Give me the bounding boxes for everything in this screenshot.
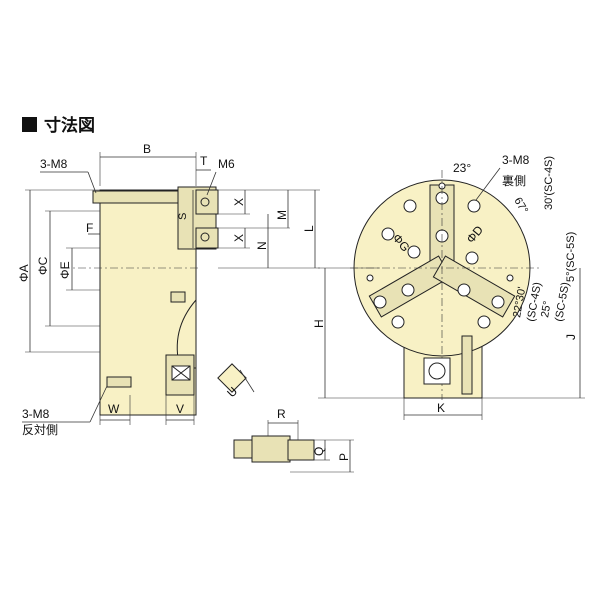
jaw-screw-2 xyxy=(200,232,210,242)
top-rod xyxy=(92,190,184,204)
leader-m6 xyxy=(206,171,217,196)
label-x-bottom: X xyxy=(232,234,246,242)
angle-25: 25° xyxy=(539,300,554,318)
jaw-detail-tip xyxy=(287,439,315,461)
label-s: S xyxy=(177,213,189,220)
label-x-top: X xyxy=(232,198,246,206)
label-j: J xyxy=(564,334,578,340)
bracket-port xyxy=(423,357,451,385)
leader-bottom-left-2 xyxy=(89,385,108,423)
label-t: T xyxy=(200,154,208,168)
label-c: ΦC xyxy=(36,256,50,275)
callout-back: 裏側 xyxy=(502,173,526,188)
callout-m6: M6 xyxy=(218,157,235,171)
label-q: Q xyxy=(312,447,326,456)
disc-hole-9 xyxy=(465,251,479,265)
disc-hole-small-2 xyxy=(506,274,514,282)
label-n: N xyxy=(255,241,269,250)
angle-67: 67° xyxy=(511,196,530,216)
jaw-detail-body xyxy=(251,435,291,463)
disc-hole-5 xyxy=(381,227,395,241)
drawing-title: 寸法図 xyxy=(44,115,95,136)
jaw-detail: R Q P xyxy=(233,407,354,473)
side-port xyxy=(170,291,186,303)
label-r: R xyxy=(277,407,286,421)
jaw-screw-1 xyxy=(200,197,210,207)
key-diamond xyxy=(217,363,247,393)
angle-23: 23° xyxy=(453,161,471,175)
bottom-fitting-cross xyxy=(171,365,191,381)
label-l: L xyxy=(302,225,316,232)
angle-30: 30'(SC-4S) xyxy=(543,156,555,210)
callout-bottom-left: 3-M8 xyxy=(22,407,50,421)
disc-hole-8 xyxy=(401,283,415,297)
label-f: F xyxy=(86,221,93,235)
label-v: V xyxy=(176,402,184,416)
disc-hole-10 xyxy=(457,283,471,297)
front-view: ΦG ΦD 23° 3-M8 裏側 67° 30'(SC-4S) 5°(SC-5… xyxy=(312,153,585,420)
leader-top-left-2 xyxy=(87,171,97,194)
bottom-left-screw xyxy=(106,376,132,388)
disc-hole-3 xyxy=(403,199,417,213)
bracket-port-hole xyxy=(428,362,446,380)
jaw-block-upper xyxy=(195,189,219,215)
disc-hole-12 xyxy=(391,315,405,329)
callout-top-left: 3-M8 xyxy=(40,157,68,171)
label-b: B xyxy=(143,142,151,156)
jaw-block-lower xyxy=(195,227,219,249)
jaw-detail-head xyxy=(233,439,255,459)
callout-3m8-front: 3-M8 xyxy=(502,153,530,167)
leader-3m8-front xyxy=(475,167,501,201)
side-view: B T 3-M8 M6 S X X N M L ΦA xyxy=(17,142,320,437)
bracket-rod xyxy=(461,335,473,395)
disc-hole-small-1 xyxy=(366,274,374,282)
disc-hole-4 xyxy=(467,199,481,213)
angle-5: 5°(SC-5S) xyxy=(565,232,577,282)
callout-bottom-left-2: 反対側 xyxy=(22,423,58,437)
label-w: W xyxy=(108,402,120,416)
dim-line-u xyxy=(239,369,255,393)
label-m: M xyxy=(275,210,289,220)
label-e: ΦE xyxy=(58,261,72,279)
disc-hole-7 xyxy=(373,295,387,309)
label-a: ΦA xyxy=(17,264,31,282)
label-k: K xyxy=(437,401,445,415)
label-p: P xyxy=(337,453,351,461)
disc-hole-13 xyxy=(477,315,491,329)
angle-22-30: 22°30' xyxy=(511,286,528,319)
angle-sc5s: (SC-5S) xyxy=(553,281,572,322)
disc-hole-6 xyxy=(407,245,421,259)
label-h: H xyxy=(312,319,326,328)
disc-hole-11 xyxy=(491,295,505,309)
title-square-icon xyxy=(22,117,37,132)
